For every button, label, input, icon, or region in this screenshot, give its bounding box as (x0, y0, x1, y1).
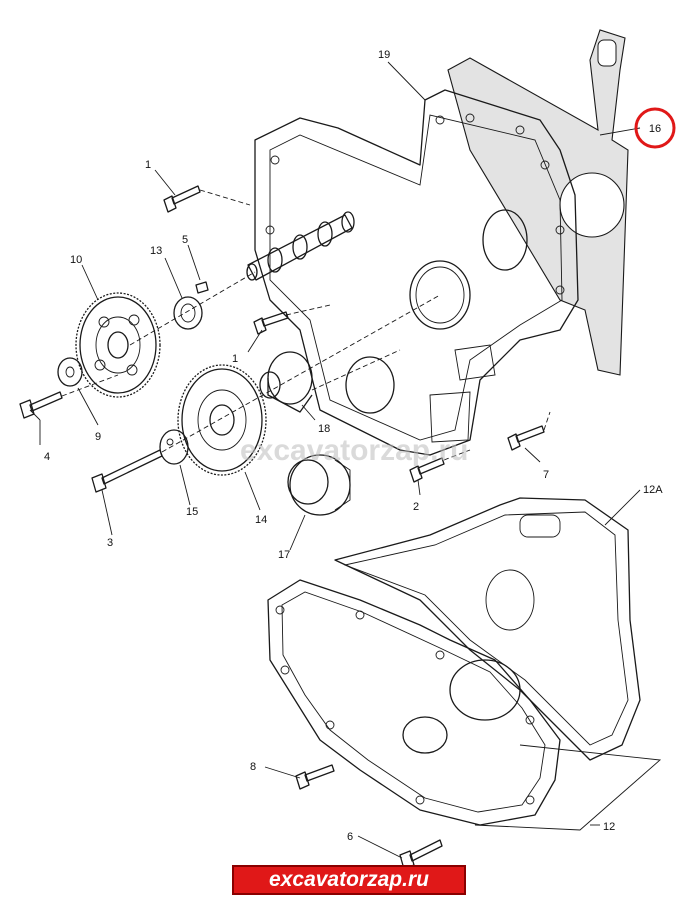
site-banner[interactable]: excavatorzap.ru (232, 865, 466, 895)
callout-1-lower: 1 (232, 353, 238, 365)
leader-lines (29, 61, 662, 859)
callout-12: 12 (603, 821, 615, 833)
callout-16: 16 (649, 123, 661, 135)
callout-9: 9 (95, 431, 101, 443)
callout-15: 15 (186, 506, 198, 518)
bolt-2 (409, 457, 445, 483)
bolt-3 (91, 449, 163, 493)
dowel-pin (195, 281, 209, 294)
callout-18: 18 (318, 423, 330, 435)
callout-19: 19 (378, 49, 390, 61)
assembly-lines (61, 189, 551, 461)
callout-6: 6 (347, 831, 353, 843)
callout-10: 10 (70, 254, 82, 266)
callout-17: 17 (278, 549, 290, 561)
callout-2: 2 (413, 501, 419, 513)
banner-text: excavatorzap.ru (269, 868, 429, 891)
camshaft-gear (75, 292, 161, 398)
rear-gasket (447, 29, 629, 376)
callouts: 1 1 2 3 4 5 6 7 8 9 10 12 12A 13 14 15 1… (44, 49, 663, 843)
highlighted-callout-16: 16 (634, 107, 676, 149)
callout-4: 4 (44, 451, 50, 463)
thrust-washer (173, 296, 203, 330)
bolt-8 (295, 764, 335, 790)
bolt-7 (507, 425, 545, 451)
callout-5: 5 (182, 234, 188, 246)
front-oil-seal (287, 454, 351, 516)
front-cover-gasket (334, 497, 641, 761)
idler-gear (177, 364, 267, 476)
callout-13: 13 (150, 245, 162, 257)
bolt-1-lower (253, 311, 289, 335)
gear-washer (57, 357, 83, 387)
callout-14: 14 (255, 514, 267, 526)
callout-8: 8 (250, 761, 256, 773)
bolt-1-upper (163, 185, 201, 213)
bolt-4 (19, 391, 63, 419)
front-cover (267, 579, 561, 826)
callout-1-upper: 1 (145, 159, 151, 171)
callout-7: 7 (543, 469, 549, 481)
camshaft (246, 211, 355, 281)
timing-case-housing (254, 89, 579, 456)
callout-3: 3 (107, 537, 113, 549)
watermark-text: excavatorzap.ru (240, 434, 468, 467)
idler-hub (259, 351, 313, 413)
callout-12a: 12A (643, 484, 663, 496)
idler-plate (159, 429, 189, 465)
